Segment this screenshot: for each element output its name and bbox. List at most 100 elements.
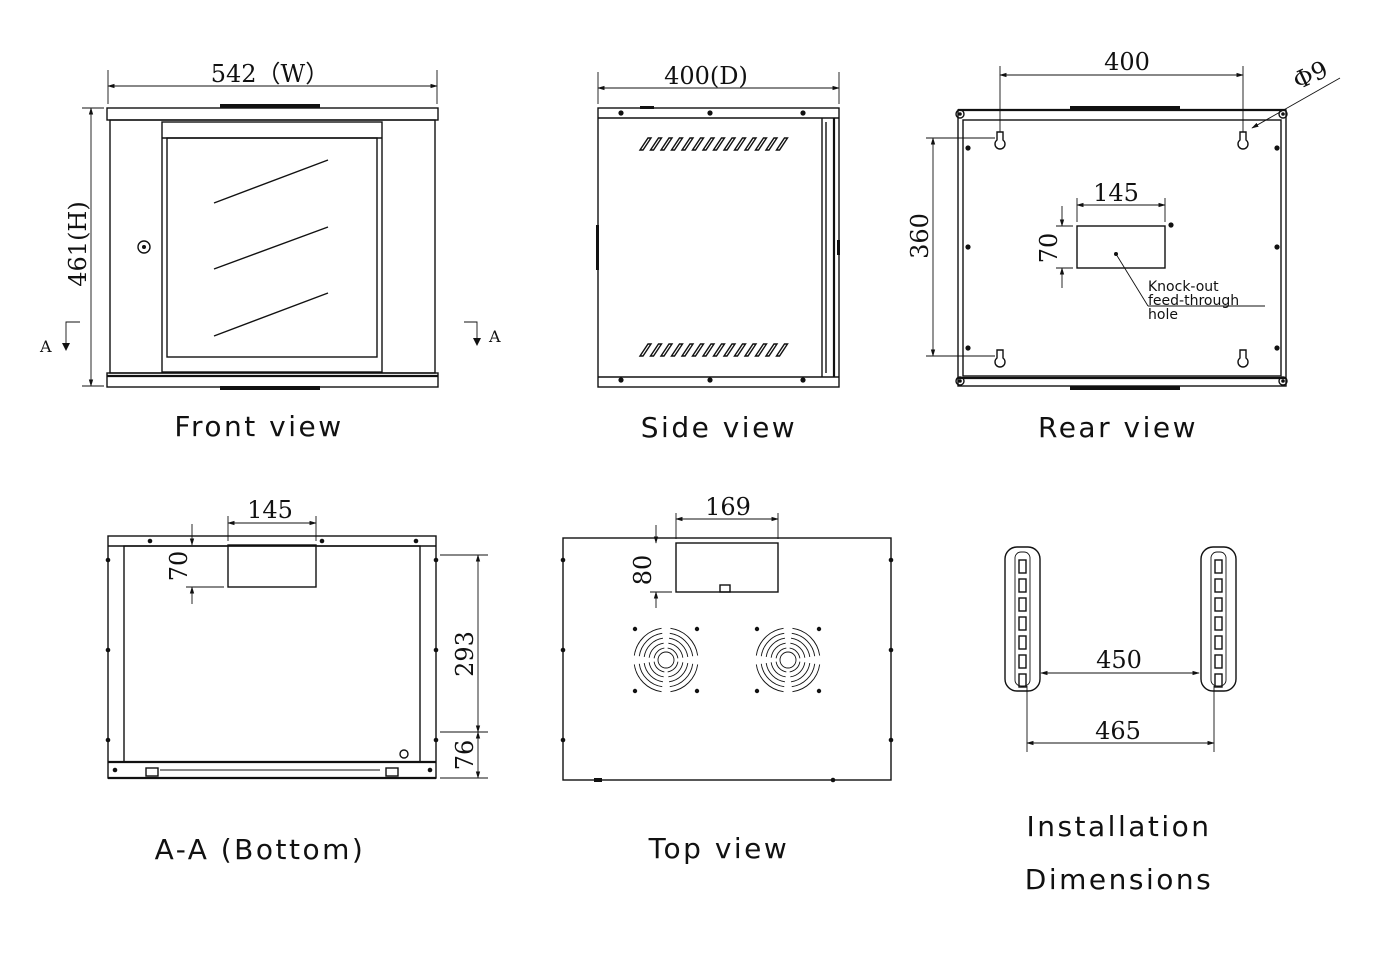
fan-hub [657,651,675,669]
screw-dot [560,557,566,563]
screw-dot [105,647,111,653]
top-view-caption: Top view [648,832,790,865]
vent-slot [743,343,758,357]
fan-ring-arc [792,627,821,656]
vent-slot [712,343,726,357]
bottom-knockout-width-label: 145 [247,496,293,524]
fan-ring-arc [648,642,664,658]
knockout-note-line2: feed-through [1148,293,1239,309]
fan-ring-arc [790,637,811,658]
fan-grille [754,626,822,694]
vent-slot [712,137,726,151]
fan-mount-hole [816,626,822,632]
rear-hole-spacing-label: 400 [1104,48,1150,76]
vent-slot [659,137,674,151]
mounting-rail [1200,546,1237,692]
rail-square-hole [1018,597,1027,612]
bottom-view: 145 70 293 76 [105,496,488,780]
screw-dot [433,737,439,743]
fan-ring-arc [765,637,786,658]
screw-dot [105,737,111,743]
screw-dot [560,737,566,743]
fan-ring-arc [633,664,662,693]
vent-slot [670,137,684,151]
installation-inner-width-label: 450 [1096,646,1142,674]
vent-slot [722,343,737,357]
top-knockout-width-label: 169 [705,493,751,521]
fan-ring-arc [791,663,816,688]
knockout-note-line3: hole [1148,307,1178,323]
fan-ring-arc [670,627,699,656]
fan-ring-arc [668,662,684,678]
screw-dot [1168,222,1174,228]
fan-ring-arc [790,642,806,658]
vent-slot [691,343,705,357]
screw-dot [888,647,894,653]
screw-dot [413,538,419,544]
fan-ring-arc [667,661,679,673]
screw-dot [888,557,894,563]
screw-dot [707,110,713,116]
fan-ring-arc [789,661,801,673]
screw-dot [1274,145,1280,151]
rail-square-hole [1018,616,1027,631]
vent-slot [722,137,737,151]
fan-ring-arc [792,664,821,693]
fan-ring-arc [638,663,663,688]
fan-ring-arc [790,662,811,683]
section-marker-left: A [39,337,52,356]
screw-dot [1274,244,1280,250]
rail-outline [1200,546,1237,692]
side-view: 400(D) [596,62,840,388]
screw-dot [965,345,971,351]
fan-ring-arc [765,662,786,683]
bottom-depth-lower-label: 76 [451,740,479,771]
bottom-view-caption: A-A (Bottom) [154,833,366,866]
screw-dot [433,647,439,653]
fan-ring-arc [775,647,787,659]
vent-slot [680,343,695,357]
fan-mount-hole [632,626,638,632]
fan-ring-arc [770,662,786,678]
rear-vertical-spacing-label: 360 [906,213,934,259]
rail-outline [1004,546,1041,692]
fan-ring-arc [668,637,689,658]
front-view-caption: Front view [174,410,344,443]
rail-square-hole [1018,673,1027,688]
rail-square-hole [1214,654,1223,669]
rear-knockout-width-label: 145 [1093,179,1139,207]
screw-dot [618,110,624,116]
vent-slot [649,343,663,357]
fan-ring-arc [760,632,785,657]
rail-square-hole [1018,654,1027,669]
installation-view: 450 465 [1004,546,1237,752]
fan-hub [779,651,797,669]
fan-ring-arc [648,662,664,678]
corner-bolt [955,376,965,386]
fan-mount-hole [694,626,700,632]
vent-slot [775,137,789,151]
vent-slot [638,343,653,357]
vent-slot [638,137,653,151]
corner-bolt [955,109,965,119]
installation-outer-width-label: 465 [1095,717,1141,745]
front-height-label: 461(H) [64,201,92,286]
vent-slot [764,343,779,357]
vent-slot [680,137,695,151]
side-depth-label: 400(D) [664,62,748,90]
screw-dot [618,377,624,383]
vent-slot [691,137,705,151]
corner-bolt [1278,109,1288,119]
fan-ring-arc [653,661,665,673]
fan-ring-arc [791,632,816,657]
bottom-depth-upper-label: 293 [451,631,479,677]
top-view: 169 80 [560,493,894,783]
rear-view: 400 Φ9 360 145 70 Knock-out feed-through… [906,48,1341,390]
fan-ring-arc [669,663,694,688]
rear-knockout-height-label: 70 [1035,233,1063,264]
screw-dot [965,244,971,250]
fan-ring-arc [669,632,694,657]
side-view-caption: Side view [640,411,798,444]
vent-slot [775,343,789,357]
